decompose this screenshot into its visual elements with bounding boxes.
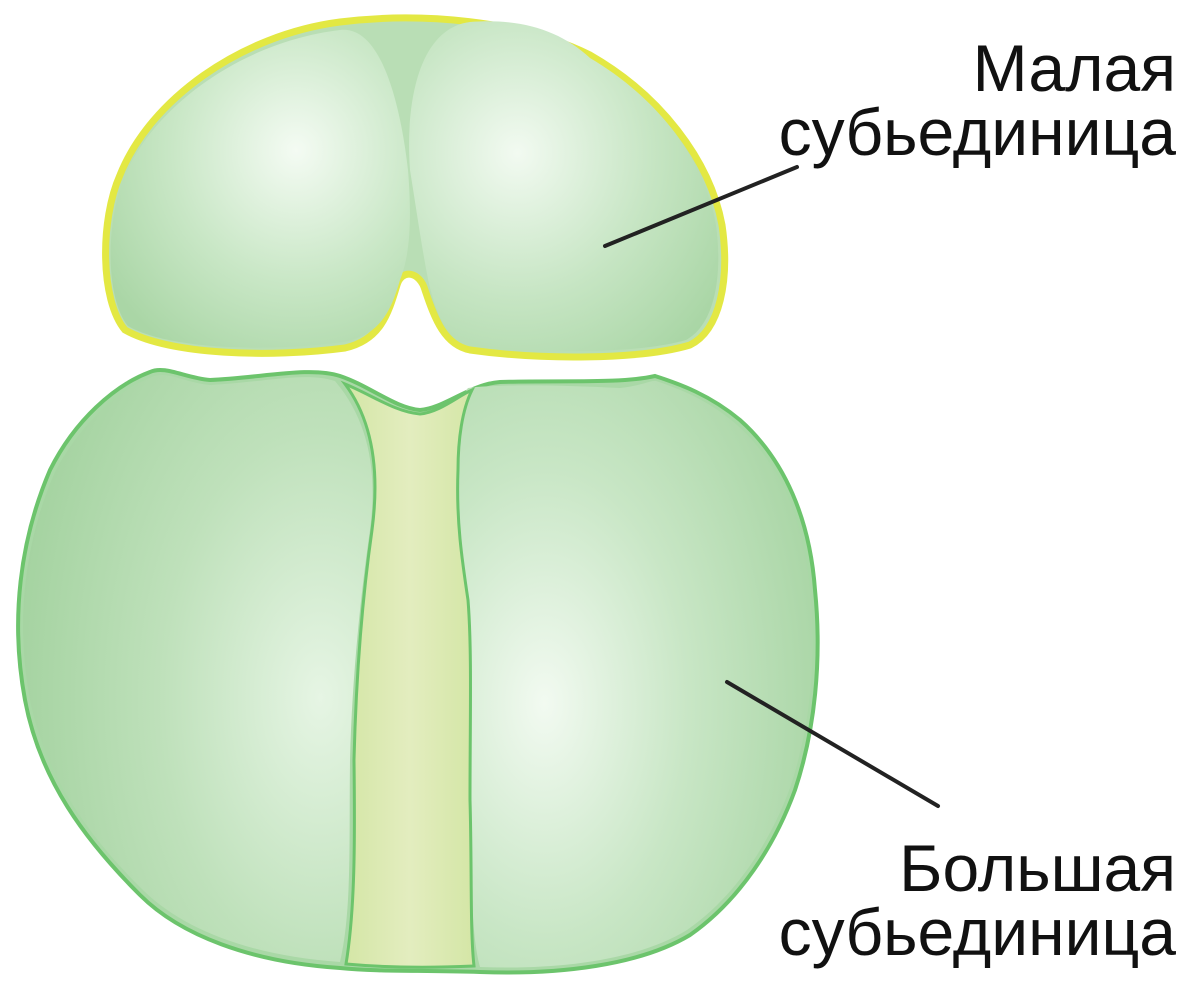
small-subunit-right-lobe	[409, 21, 718, 351]
large-subunit-label: Большая субьединица	[728, 836, 1176, 964]
large-subunit-left-lobe	[23, 375, 373, 962]
small-subunit-label-line2: субьединица	[730, 100, 1176, 164]
small-subunit-label: Малая субьединица	[730, 36, 1176, 164]
small-subunit	[106, 18, 725, 357]
large-subunit	[18, 370, 818, 973]
large-subunit-label-line1: Большая	[728, 836, 1176, 900]
large-subunit-label-line2: субьединица	[728, 900, 1176, 964]
small-subunit-left-lobe	[111, 30, 410, 348]
small-subunit-label-line1: Малая	[730, 36, 1176, 100]
